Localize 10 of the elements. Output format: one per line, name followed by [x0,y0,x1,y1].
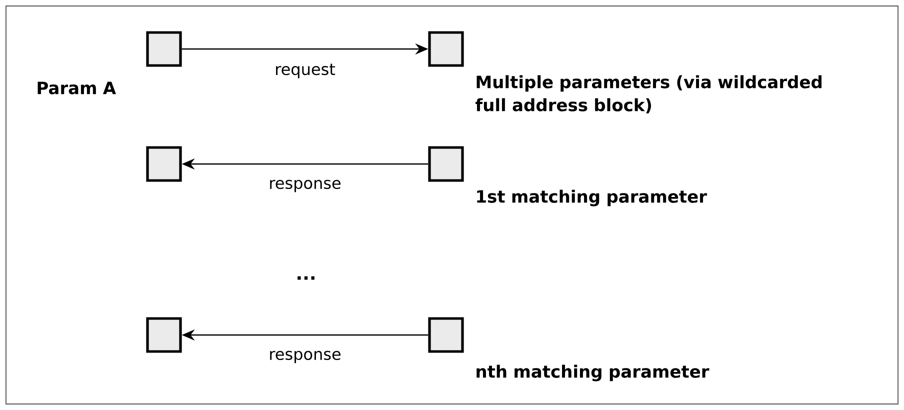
edge-label: response [270,350,340,364]
edge-label: response [270,180,340,192]
parameter-label: nth matching parameter [476,364,710,382]
parameter-label: Multiple parameters (via wildcarded full address block) [476,75,822,114]
ellipsis-label: ... [298,276,314,280]
square-box [146,146,182,182]
edge-label: request [276,64,336,78]
square-box [146,317,182,353]
parameter-label: Param A [38,82,116,94]
parameter-label: 1st matching parameter [477,190,707,206]
